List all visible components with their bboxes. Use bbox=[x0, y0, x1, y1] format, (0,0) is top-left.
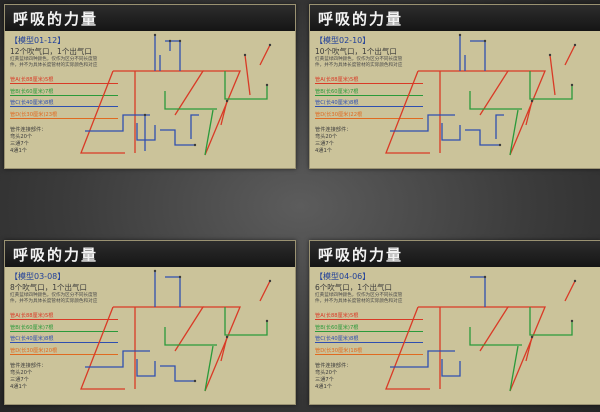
model-label: 【模型04-06】 bbox=[315, 272, 371, 281]
title-bar bbox=[310, 5, 600, 31]
description: 红黄蓝绿四种颜色，仅作为区分不同长度管件，并不为具体长度管材的实际颜色和对应 bbox=[10, 57, 98, 68]
legend-pipe-b: 管B(长60厘米)7根 bbox=[315, 88, 423, 100]
blow-count: 8个吹气口，1个出气口 bbox=[10, 283, 88, 292]
title-bar bbox=[5, 241, 295, 267]
description: 红黄蓝绿四种颜色，仅作为区分不同长度管件，并不为具体长度管材的实际颜色和对应 bbox=[315, 57, 403, 68]
slide-card-1[interactable]: 呼吸的力量 【模型01-12】 12个吹气口，1个出气口 红黄蓝绿四种颜色，仅作… bbox=[4, 4, 296, 169]
legend-pipe-c: 管C(长40厘米)8根 bbox=[10, 335, 118, 347]
legend-pipe-b: 管B(长60厘米)7根 bbox=[10, 324, 118, 336]
title-bar bbox=[5, 5, 295, 31]
pipe-legend: 管A(长88厘米)5根 管B(长60厘米)7根 管C(长40厘米)8根 管D(长… bbox=[10, 312, 118, 358]
model-label: 【模型03-08】 bbox=[10, 272, 66, 281]
legend-pipe-a: 管A(长88厘米)5根 bbox=[10, 76, 118, 88]
blow-count: 10个吹气口，1个出气口 bbox=[315, 47, 397, 56]
slide-card-3[interactable]: 呼吸的力量 【模型03-08】 8个吹气口，1个出气口 红黄蓝绿四种颜色，仅作为… bbox=[4, 240, 296, 405]
pipe-diagram bbox=[385, 33, 577, 156]
slide-card-2[interactable]: 呼吸的力量 【模型02-10】 10个吹气口，1个出气口 红黄蓝绿四种颜色，仅作… bbox=[309, 4, 600, 169]
blow-count: 12个吹气口，1个出气口 bbox=[10, 47, 92, 56]
model-label: 【模型02-10】 bbox=[315, 36, 371, 45]
legend-pipe-b: 管B(长60厘米)7根 bbox=[315, 324, 423, 336]
pipe-legend: 管A(长88厘米)5根 管B(长60厘米)7根 管C(长40厘米)8根 管D(长… bbox=[315, 76, 423, 122]
legend-pipe-d: 管D(长30厘米)23根 bbox=[10, 111, 118, 123]
connector-list: 管件连接部件： 弯头20个 三通7个 4通1个 bbox=[315, 127, 352, 154]
pipe-diagram bbox=[385, 275, 577, 392]
legend-pipe-c: 管C(长40厘米)8根 bbox=[315, 99, 423, 111]
connector-list: 管件连接部件： 弯头20个 三通7个 4通1个 bbox=[315, 363, 352, 390]
pipe-legend: 管A(长88厘米)5根 管B(长60厘米)7根 管C(长40厘米)8根 管D(长… bbox=[10, 76, 118, 122]
legend-pipe-a: 管A(长88厘米)5根 bbox=[315, 312, 423, 324]
blow-count: 6个吹气口，1个出气口 bbox=[315, 283, 393, 292]
card-title: 呼吸的力量 bbox=[13, 246, 99, 264]
legend-pipe-d: 管D(长30厘米)20根 bbox=[10, 347, 118, 359]
slide-card-4[interactable]: 呼吸的力量 【模型04-06】 6个吹气口，1个出气口 红黄蓝绿四种颜色，仅作为… bbox=[309, 240, 600, 405]
card-title: 呼吸的力量 bbox=[318, 246, 404, 264]
card-title: 呼吸的力量 bbox=[13, 10, 99, 28]
legend-pipe-a: 管A(长88厘米)5根 bbox=[10, 312, 118, 324]
legend-pipe-a: 管A(长88厘米)5根 bbox=[315, 76, 423, 88]
legend-pipe-d: 管D(长30厘米)18根 bbox=[315, 347, 423, 359]
pipe-diagram bbox=[80, 269, 272, 392]
legend-pipe-c: 管C(长40厘米)8根 bbox=[10, 99, 118, 111]
pipe-diagram bbox=[80, 33, 272, 156]
card-title: 呼吸的力量 bbox=[318, 10, 404, 28]
description: 红黄蓝绿四种颜色，仅作为区分不同长度管件，并不为具体长度管材的实际颜色和对应 bbox=[10, 293, 98, 304]
connector-list: 管件连接部件： 弯头20个 三通7个 4通1个 bbox=[10, 127, 47, 154]
legend-pipe-b: 管B(长60厘米)7根 bbox=[10, 88, 118, 100]
model-label: 【模型01-12】 bbox=[10, 36, 66, 45]
legend-pipe-c: 管C(长40厘米)8根 bbox=[315, 335, 423, 347]
connector-list: 管件连接部件： 弯头20个 三通7个 4通1个 bbox=[10, 363, 47, 390]
description: 红黄蓝绿四种颜色，仅作为区分不同长度管件，并不为具体长度管材的实际颜色和对应 bbox=[315, 293, 403, 304]
title-bar bbox=[310, 241, 600, 267]
legend-pipe-d: 管D(长30厘米)22根 bbox=[315, 111, 423, 123]
pipe-legend: 管A(长88厘米)5根 管B(长60厘米)7根 管C(长40厘米)8根 管D(长… bbox=[315, 312, 423, 358]
